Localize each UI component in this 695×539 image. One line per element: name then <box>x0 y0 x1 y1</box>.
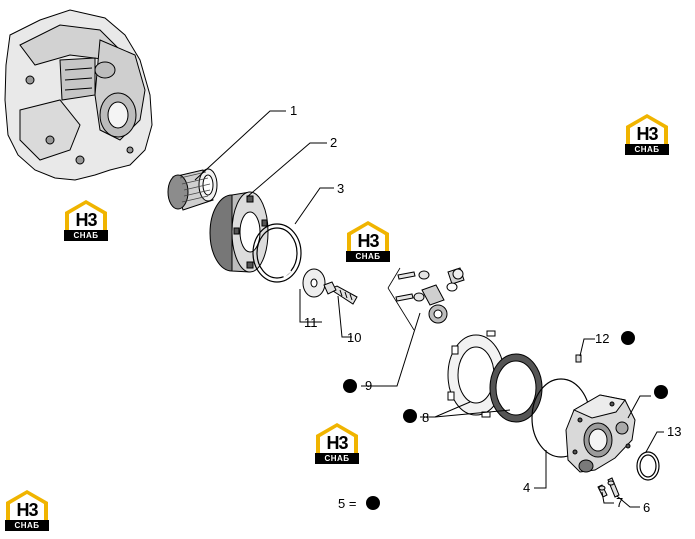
callout-11: 11 <box>304 315 318 330</box>
logo-roof-icon <box>626 114 668 144</box>
callout-4: 4 <box>523 480 530 495</box>
watermark-logo: H3 СНАБ <box>61 198 111 242</box>
callout-13: 13 <box>667 424 681 439</box>
part-10-bolt <box>323 281 358 305</box>
leader-lines <box>194 110 664 508</box>
logo-text: СНАБ <box>346 251 390 262</box>
logo-roof-icon <box>347 221 389 251</box>
callout-10: 10 <box>347 330 361 345</box>
callout-3: 3 <box>337 181 344 196</box>
part-2-clutch-drum <box>209 191 269 273</box>
callout-9: 9 <box>365 378 372 393</box>
logo-roof-icon <box>316 423 358 453</box>
part-8-clutch-discs <box>447 330 543 423</box>
logo-mark: H3 <box>357 231 379 251</box>
logo-text: СНАБ <box>5 520 49 531</box>
callout-12: 12 <box>595 331 609 346</box>
logo-mark: H3 <box>75 210 97 230</box>
marker-dot-legend <box>366 496 380 510</box>
callout-8: 8 <box>422 410 429 425</box>
watermark-logo: H3 СНАБ <box>312 421 362 465</box>
part-9-valve-kit <box>387 267 465 331</box>
watermark-logo: H3 СНАБ <box>343 219 393 263</box>
legend-label: 5 = <box>338 496 356 511</box>
marker-dot-housing <box>654 385 668 399</box>
part-13-seal-ring <box>636 451 660 481</box>
callout-7: 7 <box>616 495 623 510</box>
valve-housing <box>565 394 636 473</box>
marker-dot-8 <box>403 409 417 423</box>
watermark-logo: H3 СНАБ <box>2 488 52 532</box>
logo-text: СНАБ <box>315 453 359 464</box>
callout-6: 6 <box>643 500 650 515</box>
logo-mark: H3 <box>16 500 38 520</box>
part-1-needle-bearing <box>167 168 218 211</box>
marker-dot-9 <box>343 379 357 393</box>
part-11-washer <box>302 268 326 298</box>
callout-labels: 1 2 3 4 6 7 8 9 10 11 12 13 <box>290 103 681 515</box>
logo-text: СНАБ <box>625 144 669 155</box>
callout-2: 2 <box>330 135 337 150</box>
marker-dot-12 <box>621 331 635 345</box>
part-3-snap-ring <box>252 223 302 283</box>
kit-marker-dots <box>343 331 668 510</box>
transmission-housing <box>4 9 153 181</box>
callout-1: 1 <box>290 103 297 118</box>
logo-roof-icon <box>65 200 107 230</box>
logo-mark: H3 <box>326 433 348 453</box>
logo-mark: H3 <box>636 124 658 144</box>
watermark-logo: H3 СНАБ <box>622 112 672 156</box>
logo-text: СНАБ <box>64 230 108 241</box>
logo-roof-icon <box>6 490 48 520</box>
parts-6-7-screws <box>597 477 620 498</box>
part-12-screw <box>575 354 582 363</box>
